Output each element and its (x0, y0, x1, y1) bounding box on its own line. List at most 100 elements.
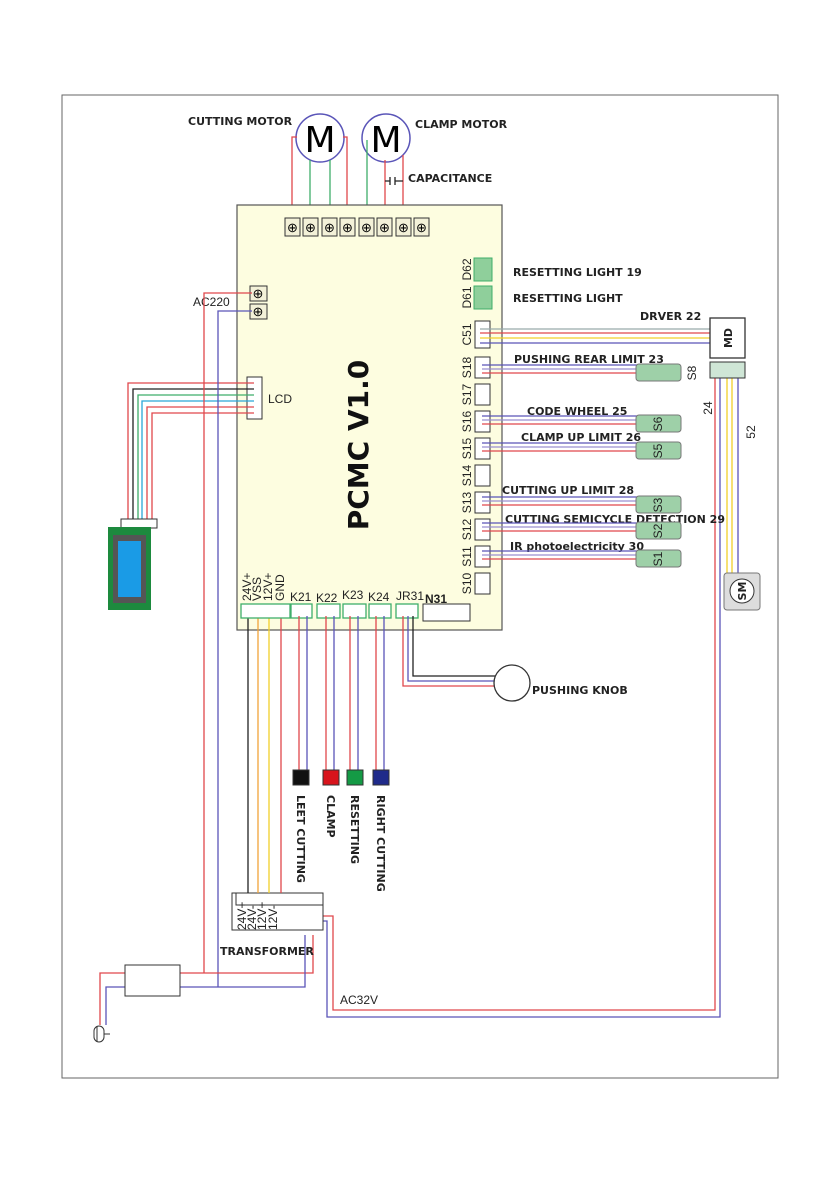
driver-wires (480, 328, 739, 573)
pushing-knob-label: PUSHING KNOB (532, 684, 628, 697)
terminal-screw-icon: ⊕ (416, 220, 427, 235)
connector-C51 (474, 320, 491, 349)
led-D61 (473, 285, 493, 310)
clamp-motor-label: CLAMP MOTOR (415, 118, 508, 131)
connector-S18 (474, 356, 491, 379)
pcmc-board (236, 204, 503, 631)
lcd-module (108, 518, 158, 610)
terminal-screw-icon: ⊕ (324, 220, 335, 235)
k22-label: K22 (316, 591, 338, 605)
connector-label: S13 (460, 492, 474, 514)
sensor-s8 (635, 363, 682, 382)
k22-connector (316, 603, 341, 619)
power-pin-label: 24V+ (240, 573, 254, 601)
connector-label: D61 (460, 286, 474, 308)
sensor-label: S2 (651, 523, 665, 538)
md-label: MD (722, 328, 735, 348)
power-switch (124, 964, 181, 997)
motor-terminal-block: ⊕⊕⊕⊕⊕⊕⊕⊕ (284, 217, 430, 237)
connector-label: S17 (460, 384, 474, 406)
power-pin-label: GND (273, 574, 287, 601)
power-connector (240, 603, 291, 619)
power-pin-label: 12V+ (261, 573, 275, 601)
c51-label: DRVER 22 (640, 310, 701, 323)
cutting-motor: M (295, 113, 345, 163)
lcd-label: LCD (268, 392, 292, 406)
connector-label: S14 (460, 465, 474, 487)
transformer-pin-label: 12V+ (255, 902, 269, 930)
motor-symbol: M (370, 120, 401, 161)
connector-S13 (474, 491, 491, 514)
jr31-label: JR31 (396, 589, 424, 603)
pushing-knob (493, 664, 531, 702)
connector-label: S16 (460, 411, 474, 433)
s11-label: IR photoelectricity 30 (510, 540, 644, 553)
motor-terminal (376, 217, 393, 237)
connector-S16 (474, 410, 491, 433)
d62-label: RESETTING LIGHT 19 (513, 266, 642, 279)
clamp-motor: M (361, 113, 411, 163)
connector-label: S10 (460, 573, 474, 595)
sm-label: SM (736, 582, 749, 601)
connector-S10 (474, 572, 491, 595)
driver-connector (709, 361, 746, 379)
ac-power-wires (99, 292, 721, 1025)
jr31-connector (395, 603, 419, 619)
sensor-s3 (635, 495, 682, 514)
connector-label: S15 (460, 438, 474, 460)
button-1[interactable] (322, 769, 340, 786)
lcd-wires (127, 382, 254, 522)
plug-icon (93, 1025, 110, 1043)
terminal-screw-icon: ⊕ (287, 220, 298, 235)
button-3[interactable] (372, 769, 390, 786)
button-label: CLAMP (324, 795, 337, 838)
ac220-label: AC220 (193, 295, 230, 309)
button-label: LEET CUTTING (294, 795, 307, 883)
motor-terminal (413, 217, 430, 237)
d61-label: RESETTING LIGHT (513, 292, 623, 305)
sensor-s6 (635, 414, 682, 433)
motor-terminal (339, 217, 356, 237)
connector-S12 (474, 518, 491, 541)
connector-S17 (474, 383, 491, 406)
motor-symbol: M (304, 120, 335, 161)
n31-label: N31 (425, 592, 447, 606)
connector-S14 (474, 464, 491, 487)
button-2[interactable] (346, 769, 364, 786)
terminal-screw-icon: ⊕ (305, 220, 316, 235)
sensor-s1 (635, 549, 682, 568)
cutting-motor-label: CUTTING MOTOR (188, 115, 293, 128)
lcd-connector (246, 376, 263, 420)
button-label: RESETTING (348, 795, 361, 864)
sensor-label: S8 (685, 365, 699, 380)
s18-label: PUSHING REAR LIMIT 23 (514, 353, 664, 366)
connector-label: S12 (460, 519, 474, 541)
sensor-s2 (635, 521, 682, 540)
k21-connector (290, 603, 313, 619)
s15-label: CLAMP UP LIMIT 26 (521, 431, 641, 444)
button-label: RIGHT CUTTING (374, 795, 387, 892)
connector-label: S18 (460, 357, 474, 379)
sensor-label: S5 (651, 443, 665, 458)
wire-label-52: 52 (744, 425, 758, 439)
terminal-screw-icon: ⊕ (253, 286, 264, 301)
sensor-label: S1 (651, 551, 665, 566)
button-0[interactable] (292, 769, 310, 786)
motor-driver (709, 317, 746, 359)
n31-connector (422, 603, 471, 622)
transformer-pin-label: 24V- (245, 905, 259, 930)
terminal-screw-icon: ⊕ (398, 220, 409, 235)
power-wires (247, 616, 282, 893)
transformer-input-strip (235, 892, 324, 906)
sensor-label: S3 (651, 497, 665, 512)
k24-label: K24 (368, 590, 390, 604)
motor-terminal (284, 217, 301, 237)
power-pin-label: VSS (250, 577, 264, 601)
motor-terminal (321, 217, 338, 237)
board-title: PCMC V1.0 (342, 360, 375, 531)
connector-S11 (474, 545, 491, 568)
connector-label: D62 (460, 258, 474, 280)
led-D62 (473, 257, 493, 282)
motor-terminal (395, 217, 412, 237)
button-wires (298, 616, 495, 770)
